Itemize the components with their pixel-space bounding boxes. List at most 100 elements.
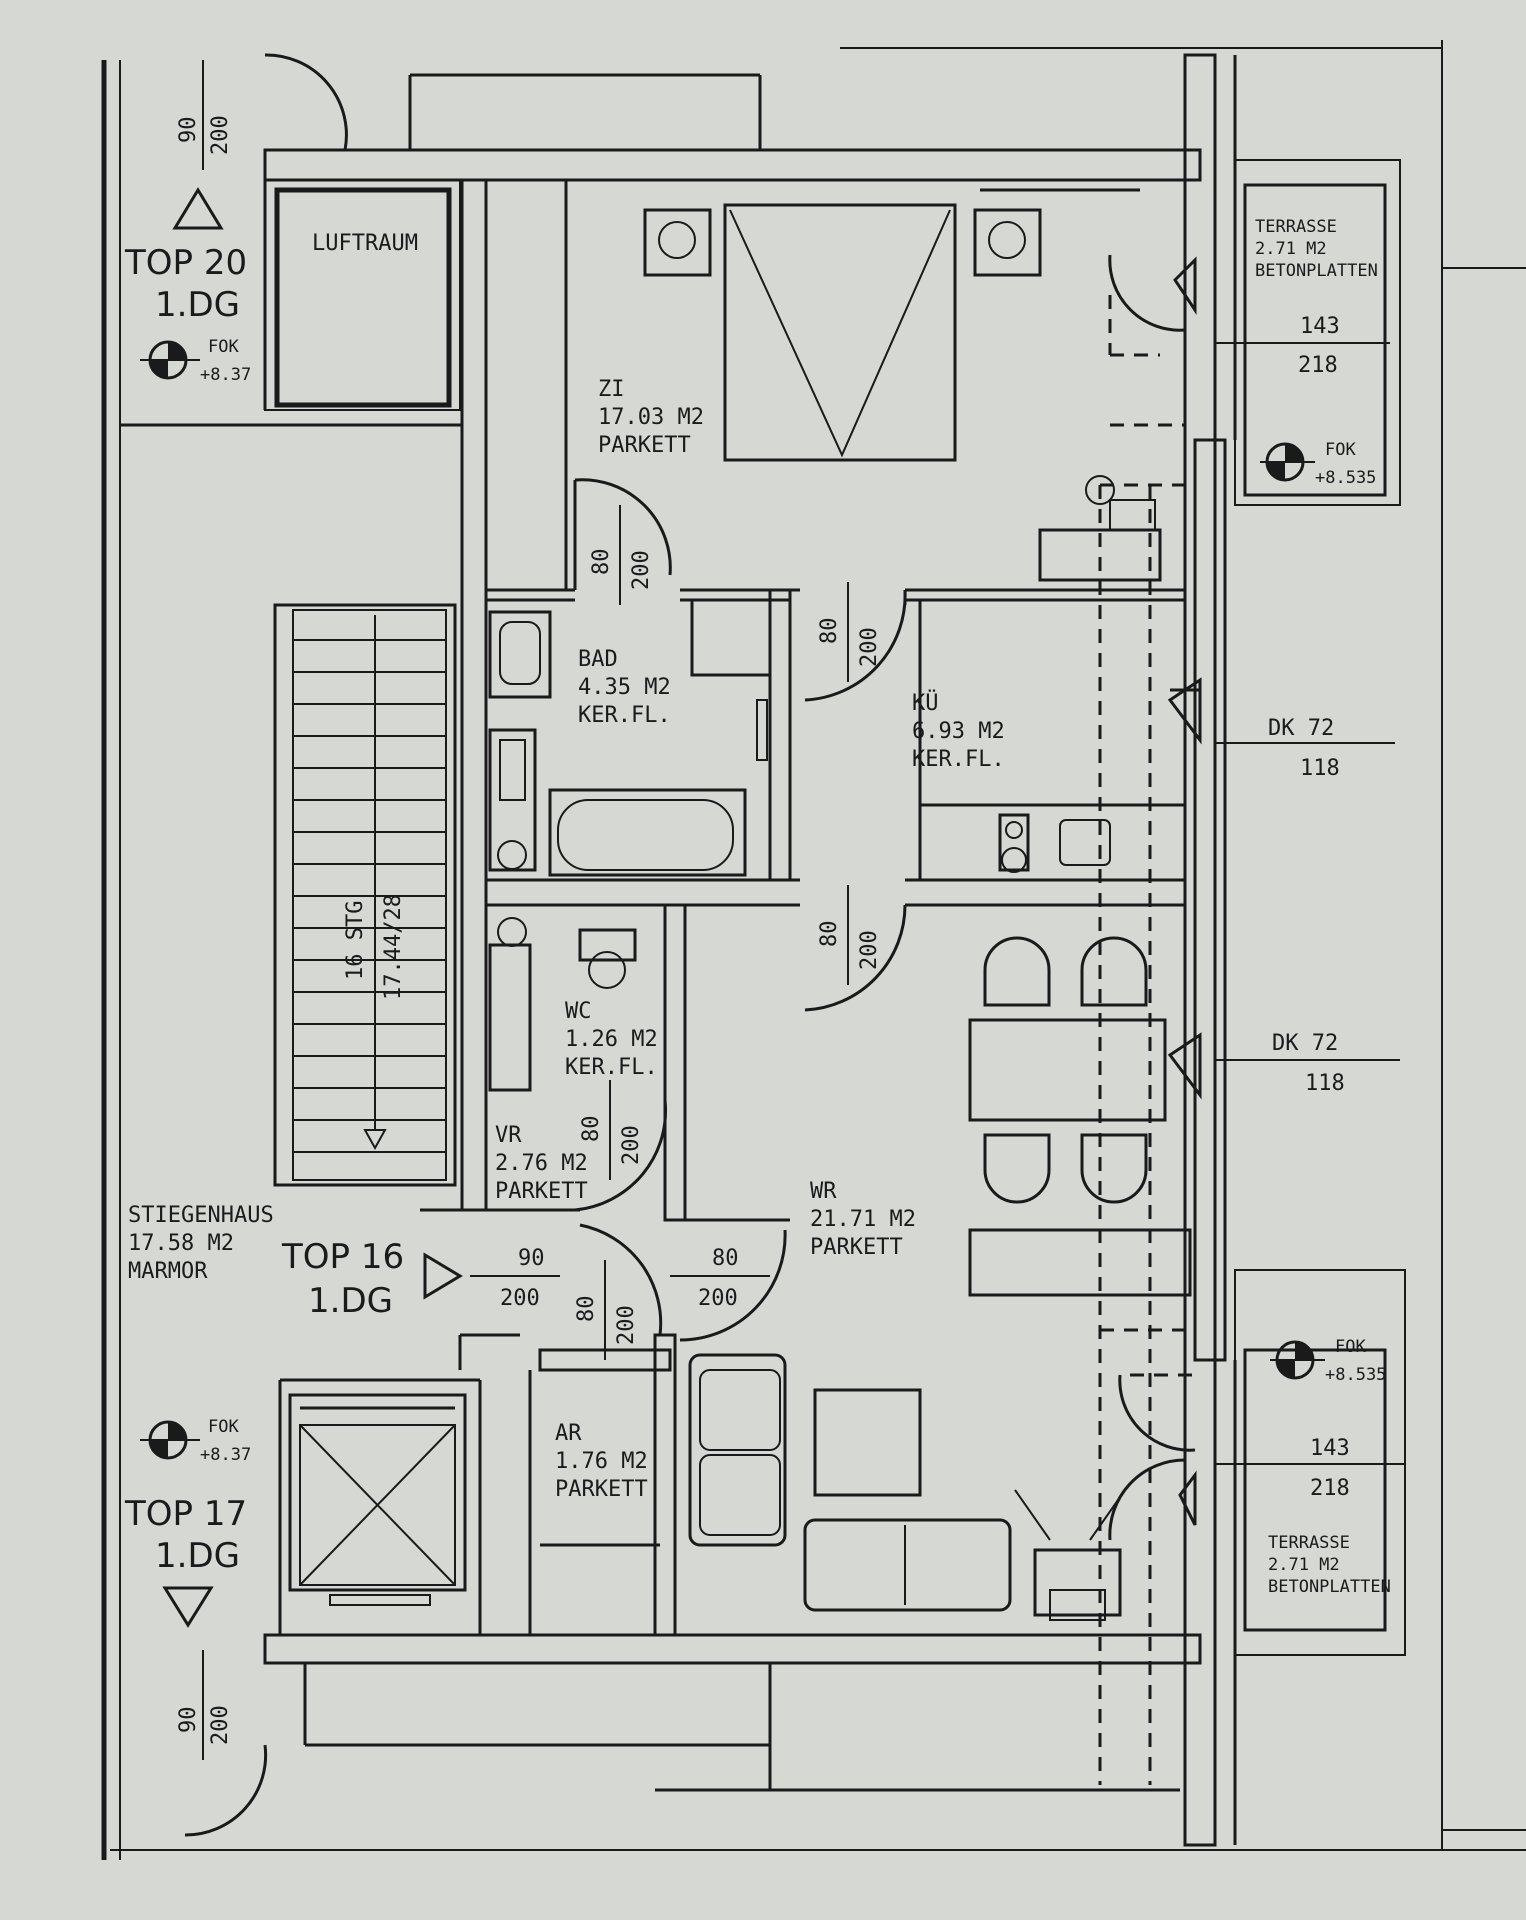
- svg-text:118: 118: [1305, 1071, 1345, 1096]
- room-stiegenhaus-area: 17.58 M2: [128, 1231, 234, 1256]
- svg-text:200: 200: [208, 1705, 233, 1745]
- elevator: [288, 1393, 467, 1606]
- room-wohnraum-name: WR: [810, 1179, 837, 1204]
- arrow-right-icon: [423, 1252, 463, 1300]
- svg-text:80: 80: [712, 1246, 739, 1271]
- svg-text:200: 200: [857, 930, 882, 970]
- level-value: +8.37: [200, 1445, 251, 1465]
- room-kueche-area: 6.93 M2: [912, 719, 1005, 744]
- svg-text:200: 200: [857, 627, 882, 667]
- unit-top20-name: TOP 20: [124, 243, 247, 283]
- living-furniture: [688, 1353, 1126, 1621]
- room-wohnraum-floor: PARKETT: [810, 1235, 903, 1260]
- level-marker-terrace-top: FOK +8.535: [1260, 440, 1376, 488]
- room-stiegenhaus-name: STIEGENHAUS: [128, 1203, 274, 1228]
- room-abstellraum-name: AR: [555, 1421, 582, 1446]
- stairs-label: 16 STG: [343, 901, 368, 980]
- stairs-ratio: 17.44/28: [381, 894, 406, 1000]
- svg-text:90: 90: [176, 1707, 201, 1734]
- room-terrasse-top-floor: BETONPLATTEN: [1255, 261, 1378, 281]
- svg-text:90: 90: [518, 1246, 545, 1271]
- door-dim-entrance: 90 200: [470, 1246, 560, 1311]
- arrow-up-icon: [172, 187, 224, 230]
- bathroom-fixtures: [488, 598, 772, 877]
- room-abstellraum-floor: PARKETT: [555, 1477, 648, 1502]
- svg-text:90: 90: [176, 117, 201, 144]
- door-dim-bottom-left: 90 200: [176, 1650, 233, 1760]
- door-dim-wc: 80 200: [579, 1080, 644, 1180]
- level-marker-bottom-left: FOK +8.37: [140, 1417, 251, 1465]
- door-dim-top-left: 90 200: [176, 60, 233, 170]
- svg-text:80: 80: [817, 618, 842, 645]
- wc-fixtures: [488, 917, 637, 1092]
- room-wc-area: 1.26 M2: [565, 1027, 658, 1052]
- room-vorraum-area: 2.76 M2: [495, 1151, 588, 1176]
- svg-text:200: 200: [619, 1125, 644, 1165]
- room-terrasse-bottom-floor: BETONPLATTEN: [1268, 1577, 1391, 1597]
- level-fok-label: FOK: [208, 337, 239, 357]
- terrace-dim-top: 143 218: [1215, 314, 1390, 378]
- svg-text:200: 200: [500, 1286, 540, 1311]
- door-dim-living: 80 200: [670, 1246, 770, 1311]
- door-swings: [184, 53, 1202, 1837]
- room-zimmer-area: 17.03 M2: [598, 405, 704, 430]
- unit-top17-level: 1.DG: [155, 1536, 240, 1576]
- room-wc-name: WC: [565, 999, 592, 1024]
- svg-text:200: 200: [629, 550, 654, 590]
- unit-top20-level: 1.DG: [155, 285, 240, 325]
- svg-text:143: 143: [1300, 314, 1340, 339]
- svg-text:DK 72: DK 72: [1268, 716, 1334, 741]
- unit-top17-name: TOP 17: [124, 1494, 247, 1534]
- room-terrasse-top-name: TERRASSE: [1255, 217, 1337, 237]
- room-zimmer-floor: PARKETT: [598, 433, 691, 458]
- room-terrasse-bottom-name: TERRASSE: [1268, 1533, 1350, 1553]
- nightstands: [643, 208, 1162, 582]
- door-dim-kueche: 80 200: [817, 582, 882, 682]
- room-luftraum-name: LUFTRAUM: [312, 231, 418, 256]
- terrace-dim-bottom: 143 218: [1215, 1436, 1405, 1501]
- room-stiegenhaus-floor: MARMOR: [128, 1259, 208, 1284]
- unit-top16-name: TOP 16: [281, 1237, 404, 1277]
- arrow-down-icon: [162, 1586, 214, 1628]
- room-terrasse-bottom-area: 2.71 M2: [1268, 1555, 1340, 1575]
- svg-text:200: 200: [614, 1305, 639, 1345]
- room-bad-floor: KER.FL.: [578, 703, 671, 728]
- sheet-frame: [101, 40, 1526, 1860]
- svg-text:80: 80: [589, 549, 614, 576]
- room-kueche-floor: KER.FL.: [912, 747, 1005, 772]
- svg-text:143: 143: [1310, 1436, 1350, 1461]
- room-zimmer-name: ZI: [598, 377, 625, 402]
- level-fok-label: FOK: [1325, 440, 1356, 460]
- interior-walls: [120, 150, 1185, 1663]
- room-abstellraum-area: 1.76 M2: [555, 1449, 648, 1474]
- room-wc-floor: KER.FL.: [565, 1055, 658, 1080]
- staircase: [273, 603, 457, 1187]
- room-terrasse-top-area: 2.71 M2: [1255, 239, 1327, 259]
- terraces: [1234, 159, 1406, 1656]
- level-marker-terrace-bottom: FOK +8.535: [1270, 1337, 1386, 1385]
- level-value: +8.535: [1325, 1365, 1386, 1385]
- door-dim-wr: 80 200: [817, 885, 882, 985]
- level-value: +8.37: [200, 365, 251, 385]
- level-marker-top-left: FOK +8.37: [140, 337, 251, 385]
- level-fok-label: FOK: [208, 1417, 239, 1437]
- svg-text:80: 80: [817, 921, 842, 948]
- room-wohnraum-area: 21.71 M2: [810, 1207, 916, 1232]
- room-vorraum-name: VR: [495, 1123, 522, 1148]
- window-dim-kueche: DK 72 118: [1215, 716, 1395, 781]
- dining-set: [968, 936, 1192, 1297]
- window-dim-wr: DK 72 118: [1215, 1031, 1400, 1096]
- svg-text:200: 200: [698, 1286, 738, 1311]
- svg-text:DK 72: DK 72: [1272, 1031, 1338, 1056]
- svg-text:218: 218: [1298, 353, 1338, 378]
- room-kueche-name: KÜ: [912, 690, 939, 716]
- door-dim-bad: 80 200: [589, 505, 654, 605]
- room-vorraum-floor: PARKETT: [495, 1179, 588, 1204]
- unit-top16-level: 1.DG: [308, 1281, 393, 1321]
- overhead-lines: [1085, 295, 1195, 1785]
- svg-text:218: 218: [1310, 1476, 1350, 1501]
- level-fok-label: FOK: [1335, 1337, 1366, 1357]
- svg-text:118: 118: [1300, 756, 1340, 781]
- svg-text:80: 80: [574, 1296, 599, 1323]
- door-dim-ar: 80 200: [574, 1260, 639, 1360]
